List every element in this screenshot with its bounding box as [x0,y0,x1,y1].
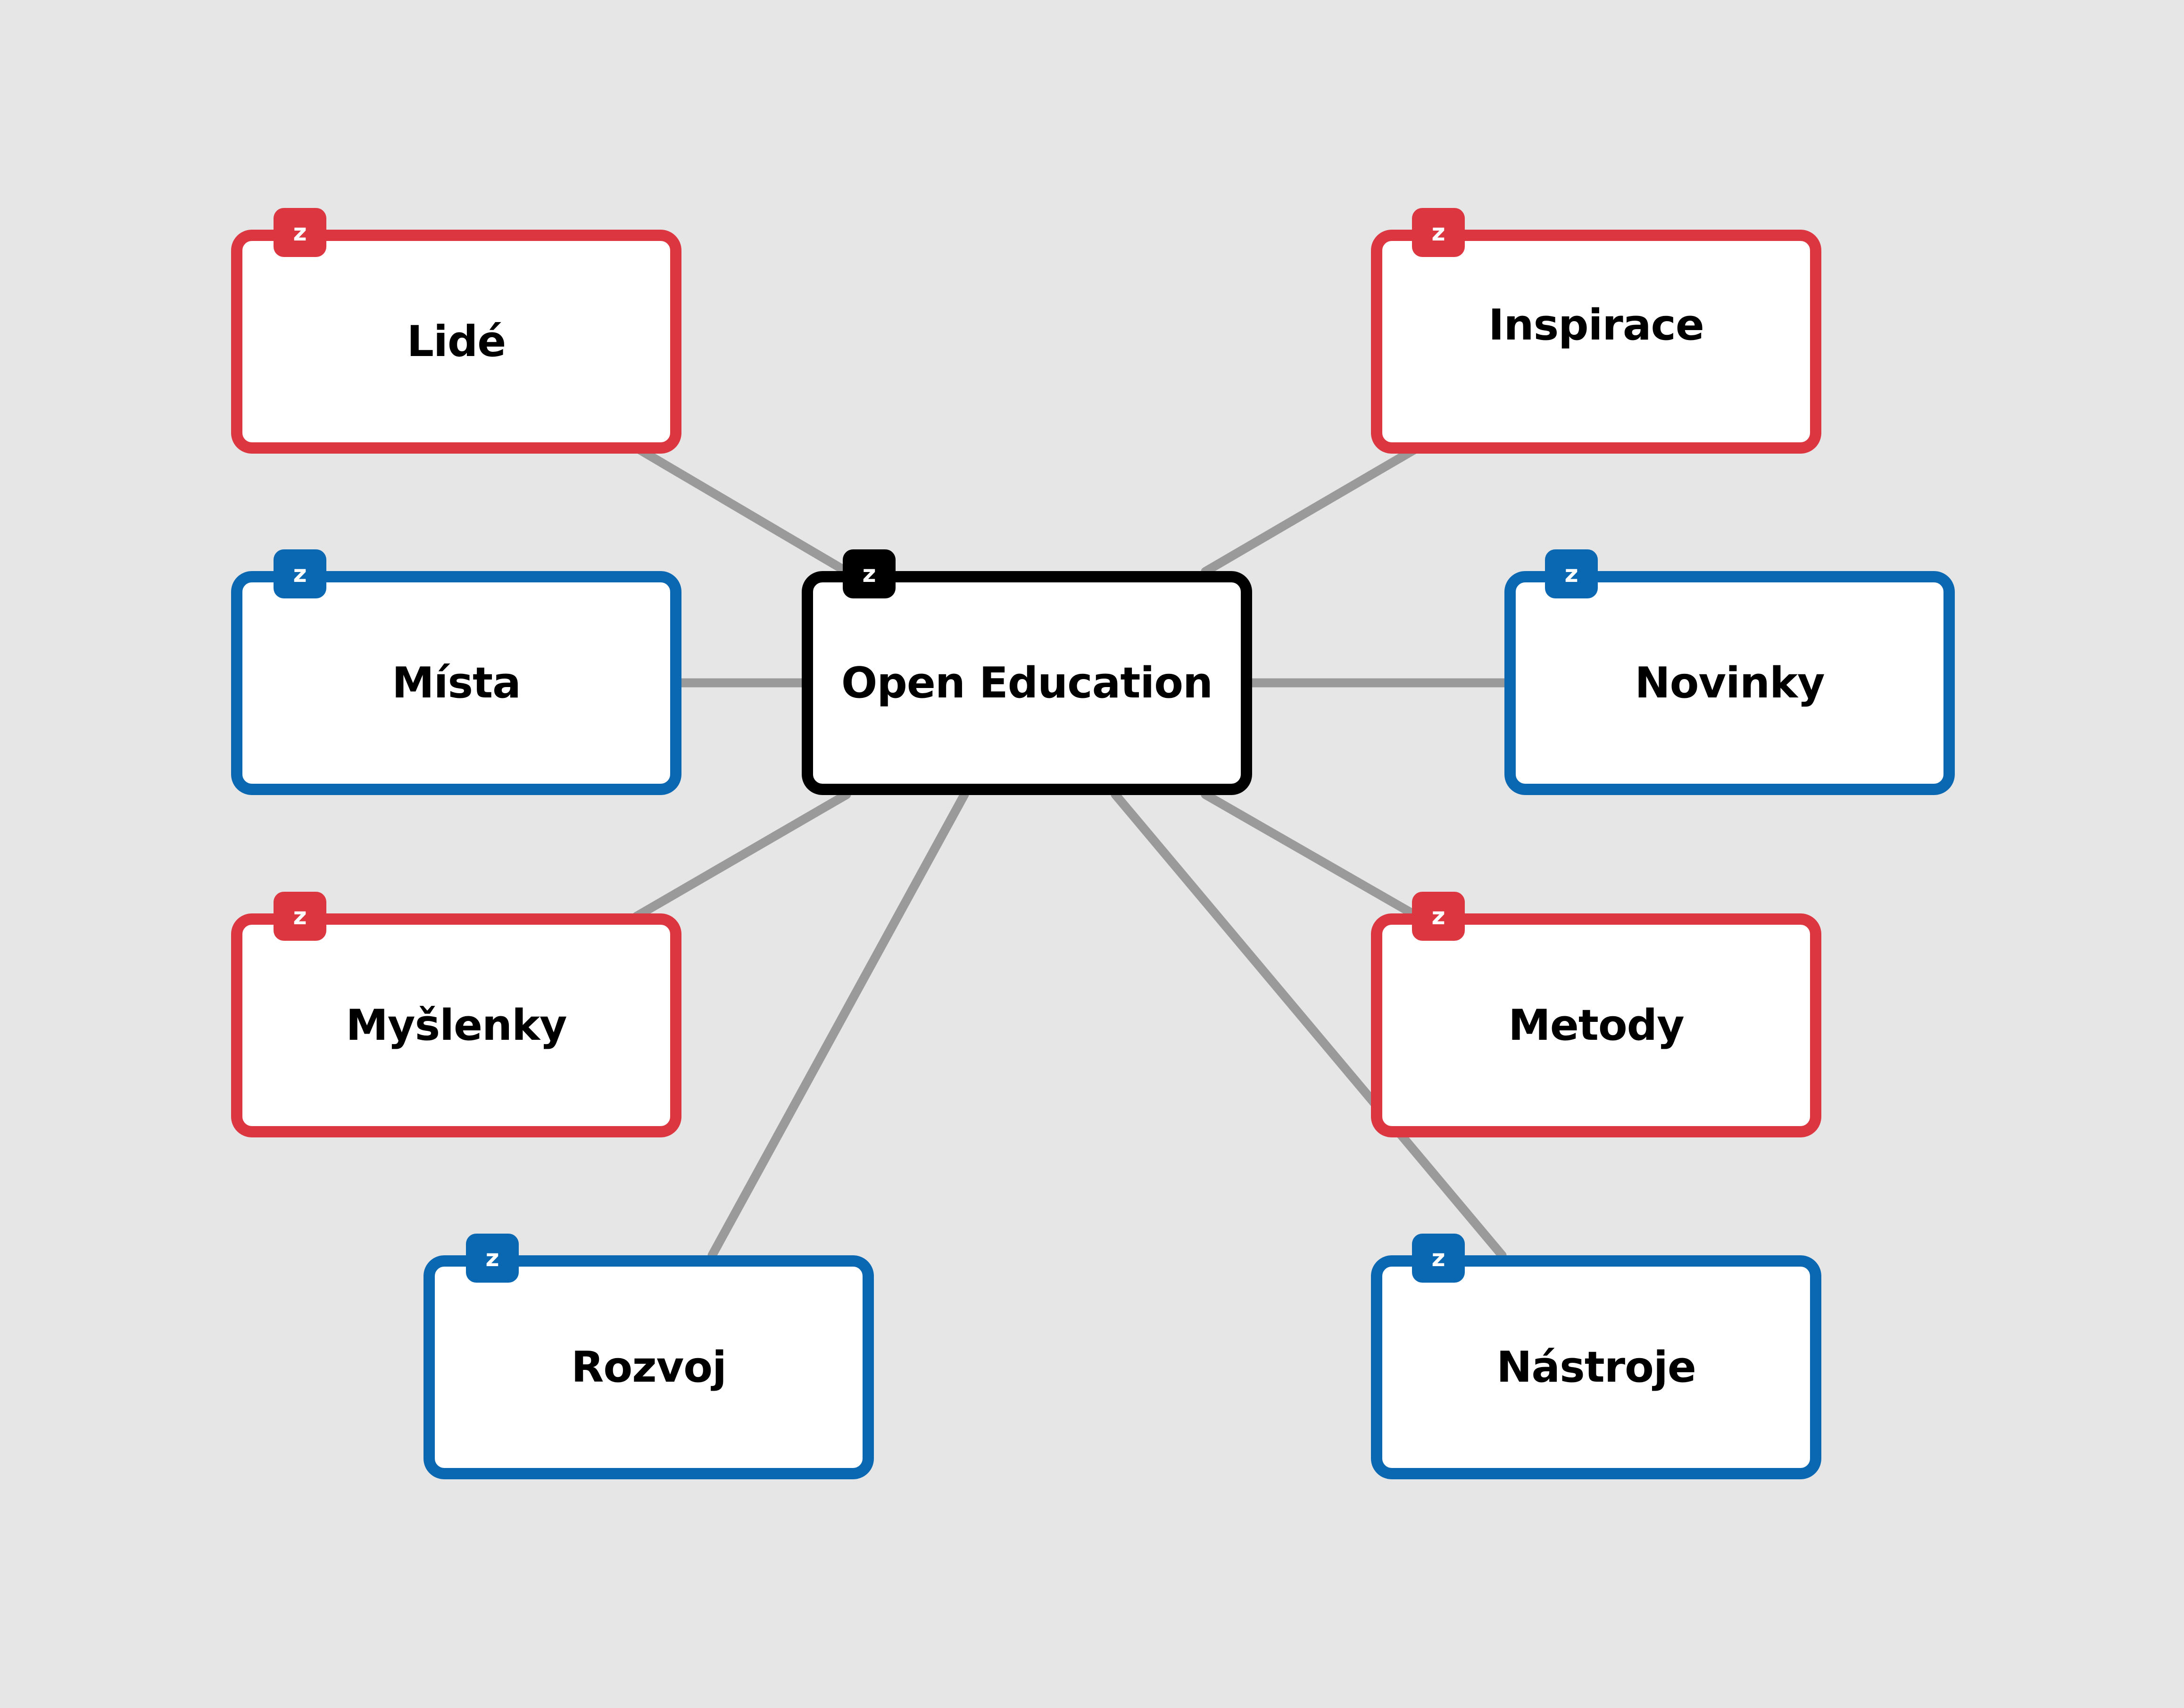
node-mista-label: Místa [392,658,521,708]
node-rozvoj[interactable]: Rozvoj [424,1255,874,1479]
z-badge-icon: z [1412,208,1465,257]
z-badge-label: z [1431,903,1445,930]
z-badge-label: z [293,219,307,246]
connector-nastroje [1111,790,1507,1260]
connector-metody [1201,790,1422,921]
z-badge-icon: z [1412,1234,1465,1283]
z-badge-label: z [485,1244,499,1272]
z-badge-icon: z [274,892,326,941]
z-badge-icon: z [274,208,326,257]
z-badge-icon: z [1412,892,1465,941]
node-open-education-label: Open Education [841,658,1213,708]
node-novinky[interactable]: Novinky [1504,571,1955,795]
connector-lide [632,443,851,576]
z-badge-label: z [1431,1244,1445,1272]
node-metody[interactable]: Metody [1371,913,1821,1137]
node-open-education[interactable]: Open Education [802,571,1252,795]
z-badge-icon: z [274,549,326,598]
node-lide-label: Lidé [407,317,507,366]
node-novinky-label: Novinky [1635,658,1825,708]
connector-inspirace [1201,443,1422,576]
z-badge-label: z [293,903,307,930]
z-badge-label: z [293,560,307,588]
connector-myslenky [632,790,851,921]
node-rozvoj-label: Rozvoj [571,1343,727,1392]
node-nastroje-label: Nástroje [1496,1343,1696,1392]
node-nastroje[interactable]: Nástroje [1371,1255,1821,1479]
z-badge-label: z [1564,560,1578,588]
node-myslenky-label: Myšlenky [346,1001,567,1050]
z-badge-label: z [1431,219,1445,246]
node-lide[interactable]: Lidé [231,230,681,454]
z-badge-icon: z [466,1234,519,1283]
z-badge-icon: z [1545,549,1598,598]
node-inspirace[interactable]: Inspirace [1371,230,1821,454]
connector-rozvoj [707,790,969,1260]
node-myslenky[interactable]: Myšlenky [231,913,681,1137]
z-badge-icon: z [843,549,896,598]
z-badge-label: z [862,560,876,588]
node-inspirace-label: Inspirace [1488,300,1704,350]
node-mista[interactable]: Místa [231,571,681,795]
node-metody-label: Metody [1508,1001,1685,1050]
